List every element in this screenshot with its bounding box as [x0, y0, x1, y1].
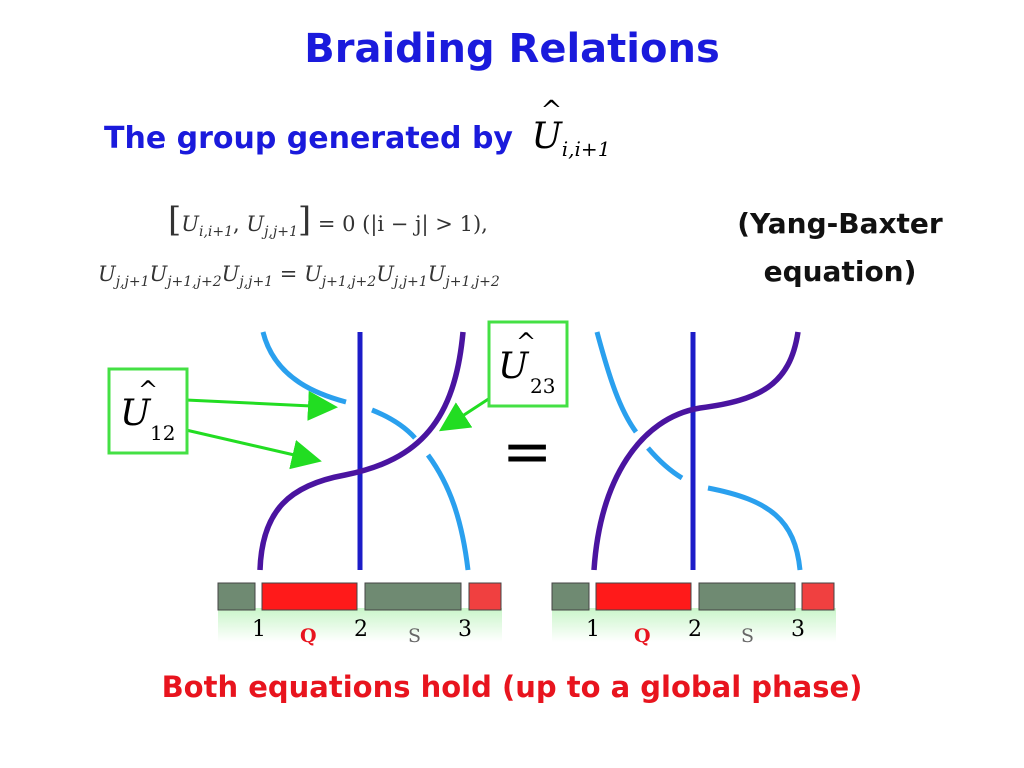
- footer-note: Both equations hold (up to a global phas…: [161, 670, 863, 704]
- right-light-blue-strand-top: [594, 331, 639, 434]
- yang-baxter-equation: Uj,j+1Uj+1,j+2Uj,j+1 = Uj+1,j+2Uj,j+1Uj+…: [98, 262, 500, 291]
- left-red-block-q: [261, 582, 358, 611]
- subtitle-text: The group generated by: [104, 121, 513, 156]
- right-site-1: 1: [586, 617, 600, 642]
- u12-box: [107, 367, 189, 455]
- right-purple-strand: [591, 331, 801, 571]
- left-gray-block-s: [364, 582, 462, 611]
- subtitle-operator: ^ U i,i+1: [531, 96, 611, 162]
- u12-arrow-bottom: [185, 428, 322, 470]
- subtitle-operator-sub: i,i+1: [561, 137, 611, 162]
- u23-subscript: 23: [530, 374, 555, 398]
- u23-hat: ^: [516, 328, 536, 356]
- page-title: Braiding Relations: [304, 26, 720, 72]
- u23-box: [487, 320, 569, 408]
- u12-operator: U: [120, 393, 152, 434]
- right-site-2: 2: [688, 617, 702, 642]
- right-label-s: S: [741, 625, 754, 647]
- u23-arrow: [438, 396, 491, 432]
- left-light-blue-strand-top: [260, 331, 347, 405]
- right-gray-block-1: [551, 582, 590, 611]
- left-chain-glow: [218, 608, 502, 642]
- left-site-3: 3: [458, 617, 472, 642]
- right-red-block-q: [595, 582, 692, 611]
- left-red-block-3: [468, 582, 502, 611]
- left-light-blue-strand-mid: [371, 407, 417, 440]
- left-site-2: 2: [354, 617, 368, 642]
- commutation-equation: [Ui,i+1, Uj,j+1] = 0 (|i − j| > 1),: [168, 200, 488, 241]
- right-braid: [591, 331, 803, 571]
- equals-sign: =: [502, 417, 552, 487]
- u12-hat: ^: [138, 376, 158, 404]
- left-purple-strand: [257, 331, 466, 571]
- left-label-q: Q: [300, 625, 317, 647]
- right-chain-glow: [552, 608, 836, 642]
- u23-operator: U: [498, 346, 530, 387]
- subtitle: The group generated by ^ U i,i+1: [104, 96, 611, 162]
- left-site-1: 1: [252, 617, 266, 642]
- right-label-q: Q: [634, 625, 651, 647]
- left-chain: 1 Q 2 S 3: [217, 582, 502, 647]
- u12-subscript: 12: [150, 421, 175, 445]
- left-gray-block-1: [217, 582, 256, 611]
- yang-baxter-label: (Yang-Baxter equation): [737, 207, 943, 288]
- left-label-s: S: [408, 625, 421, 647]
- right-light-blue-strand-mid: [646, 446, 684, 481]
- left-light-blue-strand-bottom: [425, 453, 471, 571]
- left-braid: [257, 331, 471, 571]
- u12-arrow-top: [185, 390, 338, 421]
- right-chain: 1 Q 2 S 3: [551, 582, 836, 647]
- right-gray-block-s: [698, 582, 796, 611]
- right-site-3: 3: [791, 617, 805, 642]
- right-light-blue-strand-bottom: [707, 485, 803, 571]
- right-red-block-3: [801, 582, 835, 611]
